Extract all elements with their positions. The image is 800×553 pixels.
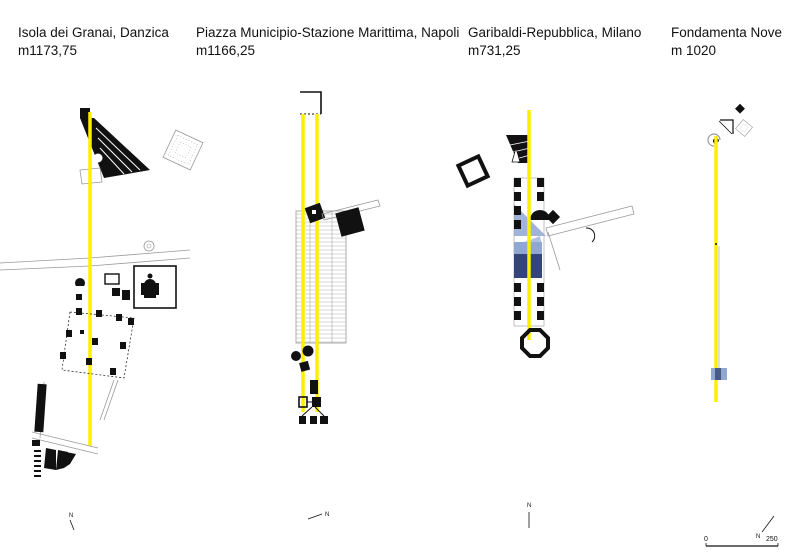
north-arrow-icon: N [756,515,775,540]
svg-text:N: N [527,503,531,509]
plan-napoli: N [291,91,381,520]
svg-text:N: N [69,513,73,519]
site-name: Fondamenta Nove [671,25,783,40]
plan-milano: N [455,110,635,528]
dotted-grid-block [735,119,753,137]
axis-length: m1173,75 [18,43,78,58]
scale-end-label: 250 [766,536,778,543]
dotted-grid-block [162,129,204,171]
north-arrow-icon: N [69,513,75,531]
axis-length: m731,25 [468,43,521,58]
svg-text:N: N [756,534,760,540]
plan-fondamenta: N 0 250 [704,103,779,547]
site-name: Piazza Municipio-Stazione Marittima, Nap… [196,25,460,40]
north-arrow-icon: N [527,503,531,528]
svg-text:N: N [325,512,329,518]
roundabout-icon [143,240,155,252]
site-name: Isola dei Granai, Danzica [18,25,169,40]
site-name: Garibaldi-Repubblica, Milano [468,25,642,40]
column-title-napoli: Piazza Municipio-Stazione Marittima, Nap… [196,24,459,60]
north-arrow-icon: N [307,512,329,520]
plan-danzica: N [0,108,204,531]
column-title-fondamenta: Fondamenta Nove m 1020 [671,24,782,60]
axis-length: m1166,25 [196,43,256,58]
column-title-milano: Garibaldi-Repubblica, Milano m731,25 [468,24,641,60]
axis-length: m 1020 [671,43,717,58]
scale-start-label: 0 [704,536,708,543]
scale-bar: 0 250 [704,536,779,547]
column-title-danzica: Isola dei Granai, Danzica m1173,75 [18,24,169,60]
